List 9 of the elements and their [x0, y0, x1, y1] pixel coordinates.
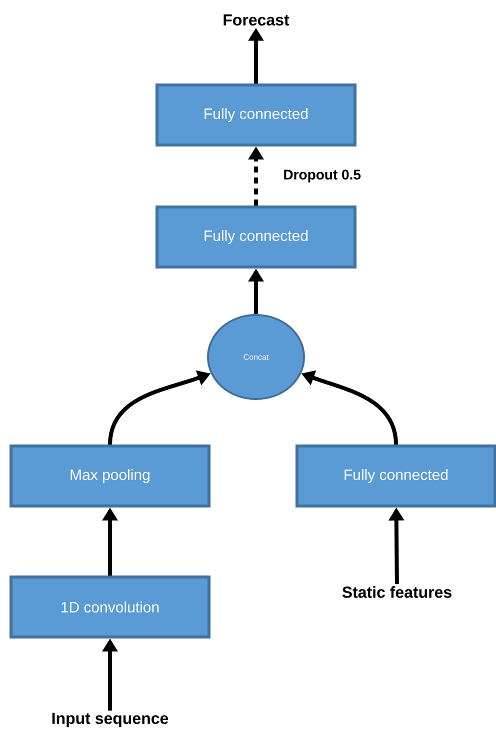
- io-label: Static features: [342, 586, 452, 598]
- layer-box: Fully connected: [296, 444, 496, 508]
- edge-label: Dropout 0.5: [282, 168, 362, 184]
- layer-box: Fully connected: [156, 84, 356, 146]
- io-label: Forecast: [224, 14, 290, 26]
- layer-box: Fully connected: [156, 206, 356, 268]
- layer-box: 1D convolution: [10, 576, 210, 638]
- io-label: Input sequence: [52, 712, 168, 728]
- layer-box: Max pooling: [10, 444, 210, 508]
